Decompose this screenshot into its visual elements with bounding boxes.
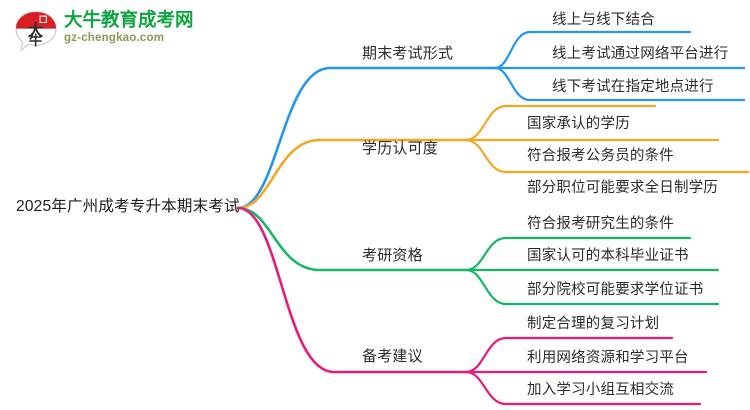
logo-wordmark: 大牛教育成考网 gz-chengkao.com [64, 9, 194, 46]
mindmap-branch-2[interactable]: 考研资格 [362, 247, 423, 264]
logo-mark-icon: 大 牛 [14, 10, 58, 52]
mindmap-branch-3[interactable]: 备考建议 [362, 348, 423, 365]
mindmap-leaf-2-1[interactable]: 国家认可的本科毕业证书 [527, 248, 689, 264]
mindmap-leaf-1-2[interactable]: 部分职位可能要求全日制学历 [527, 180, 719, 196]
mindmap-leaf-2-2[interactable]: 部分院校可能要求学位证书 [527, 282, 704, 298]
branch-connector-1 [236, 104, 750, 210]
mindmap-root-node[interactable]: 2025年广州成考专升本期末考试 [16, 198, 240, 215]
branch-connector-3 [236, 206, 708, 406]
mindmap-leaf-0-1[interactable]: 线上考试通过网络平台进行 [552, 46, 729, 62]
mindmap-leaf-1-1[interactable]: 符合报考公务员的条件 [527, 148, 674, 164]
branch-connector-0 [236, 30, 746, 210]
mindmap-leaf-0-0[interactable]: 线上与线下结合 [552, 12, 655, 28]
site-logo[interactable]: 大 牛 大牛教育成考网 gz-chengkao.com [14, 8, 194, 54]
svg-text:牛: 牛 [29, 33, 42, 49]
mindmap-leaf-3-2[interactable]: 加入学习小组互相交流 [527, 382, 674, 398]
mindmap-branch-1[interactable]: 学历认可度 [362, 140, 439, 157]
mindmap-leaf-3-0[interactable]: 制定合理的复习计划 [527, 316, 660, 332]
logo-title: 大牛教育成考网 [64, 9, 194, 30]
svg-text:大: 大 [28, 21, 44, 40]
mindmap-branch-0[interactable]: 期末考试形式 [362, 45, 454, 62]
mindmap-leaf-3-1[interactable]: 利用网络资源和学习平台 [527, 350, 689, 366]
logo-subtitle: gz-chengkao.com [64, 32, 165, 44]
mindmap-leaf-0-2[interactable]: 线下考试在指定地点进行 [552, 79, 714, 95]
mindmap-leaf-2-0[interactable]: 符合报考研究生的条件 [527, 216, 674, 232]
branch-connector-2 [236, 206, 720, 306]
mindmap-leaf-1-0[interactable]: 国家承认的学历 [527, 116, 630, 132]
